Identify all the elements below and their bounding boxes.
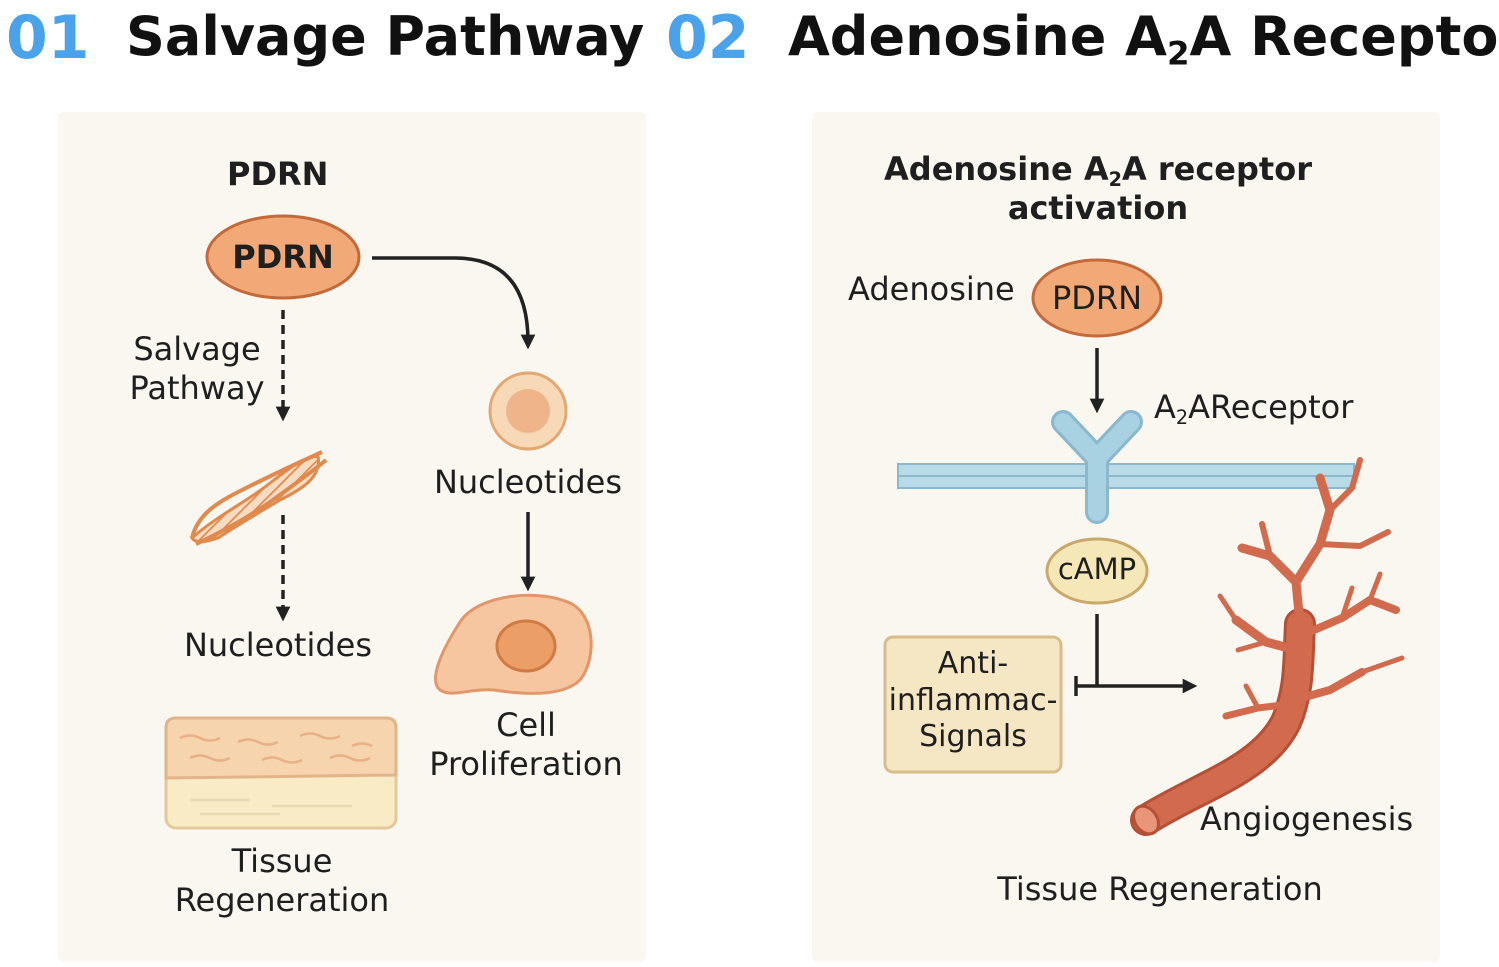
pdrn-node-left-label: PDRN [232,238,334,276]
anti-inflammatory-box [883,635,1063,774]
cell-proliferation-label: Cell Proliferation [416,706,636,784]
section-1-number: 01 [6,3,90,73]
section-2-title-main: Adenosine A [788,5,1167,68]
tissue-regeneration-left-line1: Tissue [231,842,333,880]
cell-nucleus-icon [495,619,557,673]
heading-sub: 2 [1108,167,1122,191]
a2a-receptor-fill [1054,413,1140,521]
anti-inflammatory-label: Anti- inflammac- Signals [885,646,1061,756]
section-2-title-tail: A Receptor [1189,5,1499,68]
adenosine-label: Adenosine [848,270,1015,308]
arrow-pdrn-to-nucleotides-right [372,256,536,350]
receptor-tail: AReceptor [1188,388,1354,426]
a2a-activation-heading-line2: activation [1007,189,1189,228]
camp-label: cAMP [1057,552,1137,586]
cell-proliferation-label-line2: Proliferation [429,745,623,784]
section-2-title-sub: 2 [1166,34,1190,73]
a2a-activation-heading-line1: Adenosine A2A receptor [860,150,1336,189]
receptor-sub: 2 [1175,405,1189,429]
heading-tail: A receptor [1121,150,1312,188]
a2a-receptor-panel [812,112,1440,962]
blood-vessel-icon [1130,457,1405,836]
pdrn-top-label: PDRN [227,155,329,193]
dna-icon [190,450,328,546]
section-1-title: Salvage Pathway [126,5,645,68]
tissue-regeneration-left-label: Tissue Regeneration [162,842,402,920]
section-2-number: 02 [666,3,750,73]
salvage-pathway-label-line2: Pathway [129,369,265,408]
pdrn-node-left [205,214,361,300]
a2a-receptor-label: A2AReceptor [1154,388,1353,427]
anti-inflammatory-line1: Anti- [937,646,1009,681]
anti-inflammatory-line3: Signals [919,719,1027,755]
nucleotides-left-label: Nucleotides [183,626,373,664]
tissue-regeneration-right-label: Tissue Regeneration [997,870,1323,908]
anti-inflammatory-line2: inflammac- [888,682,1058,718]
salvage-pathway-label: Salvage Pathway [112,330,282,408]
angiogenesis-label: Angiogenesis [1200,800,1414,838]
nucleotide-core-icon [506,389,550,433]
section-2-title: Adenosine A2A Receptor [788,10,1499,70]
pdrn-node-right [1031,258,1163,338]
cell-proliferation-label-line1: Cell [496,706,556,744]
pdrn-node-right-label: PDRN [1051,279,1143,317]
heading-main: Adenosine A [884,150,1109,188]
salvage-pathway-label-line1: Salvage [133,330,261,368]
tissue-icon [164,716,398,830]
nucleotides-right-label: Nucleotides [433,463,623,501]
camp-node [1045,537,1149,605]
tissue-regeneration-left-line2: Regeneration [174,881,390,920]
receptor-main: A [1154,388,1176,426]
a2a-activation-heading: Adenosine A2A receptor activation [860,150,1336,228]
